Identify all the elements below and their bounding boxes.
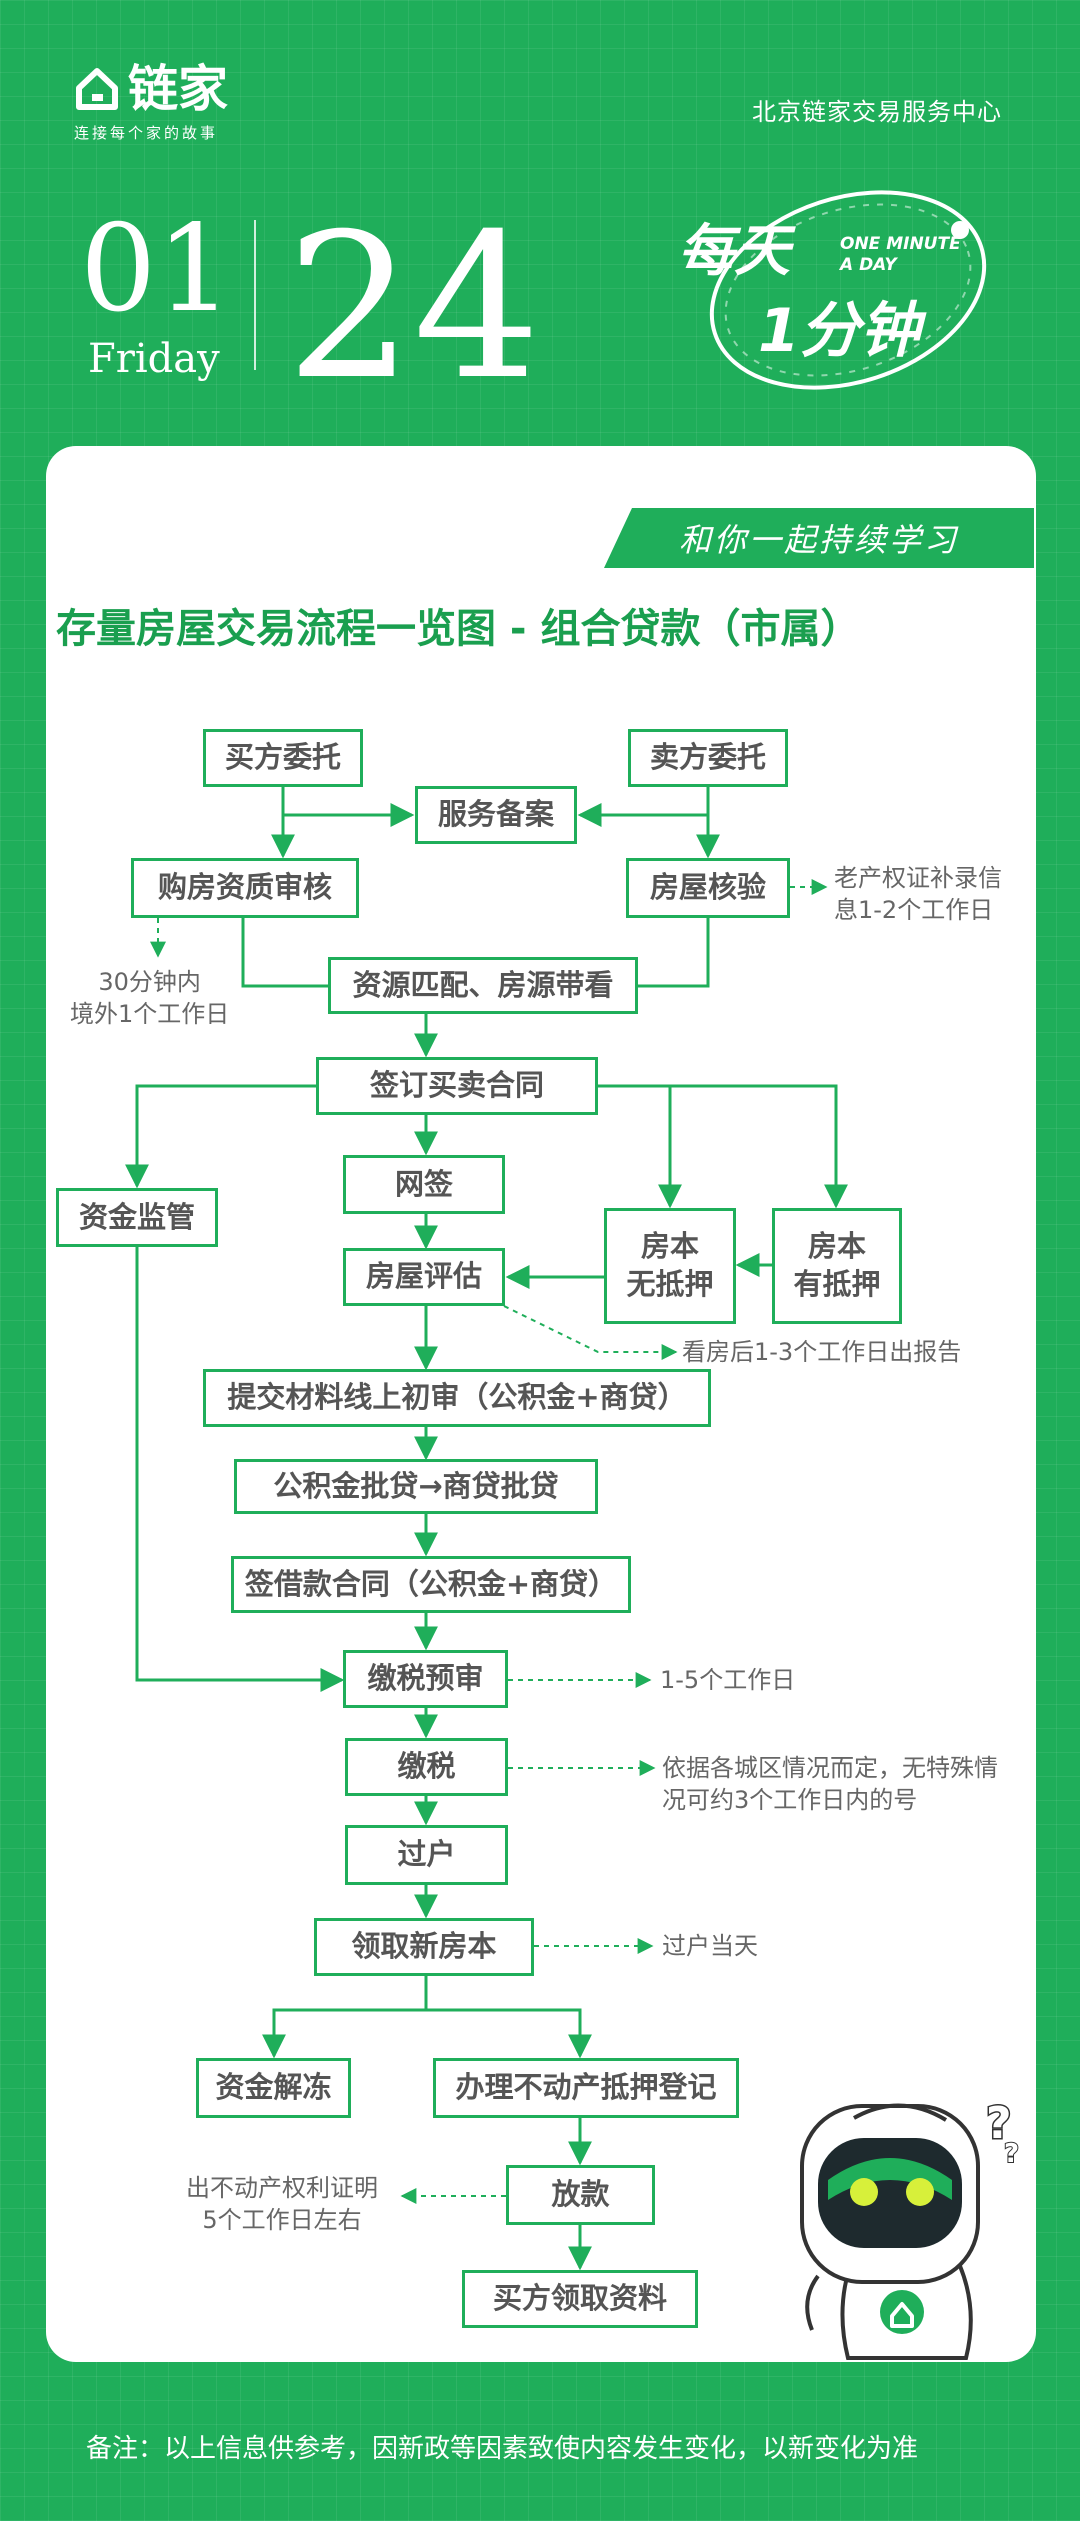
node-submit-materials: 提交材料线上初审（公积金+商贷） [203, 1369, 711, 1427]
node-buyer-receive: 买方领取资料 [462, 2270, 698, 2328]
node-matching-viewing: 资源匹配、房源带看 [328, 957, 638, 1014]
note-certificate-time: 出不动产权利证明 5个工作日左右 [186, 2174, 378, 2234]
robot-mascot: ? ? [800, 2097, 1021, 2360]
badge-line1: 每天 [678, 219, 790, 284]
badge-english: ONE MINUTE A DAY [840, 234, 961, 275]
badge-line2: 1分钟 [758, 296, 920, 366]
node-qualification-check: 购房资质审核 [131, 858, 359, 918]
footer-note: 备注：以上信息供参考，因新政等因素致使内容发生变化，以新变化为准 [86, 2434, 919, 2464]
house-logo-icon [76, 68, 118, 110]
date-divider [254, 220, 256, 370]
learning-ribbon: 和你一起持续学习 [604, 508, 1034, 568]
node-transfer: 过户 [345, 1825, 508, 1885]
node-service-filing: 服务备案 [415, 786, 577, 844]
node-house-verify: 房屋核验 [626, 858, 790, 918]
note-tax-precheck-time: 1-5个工作日 [660, 1666, 796, 1694]
node-tax-precheck: 缴税预审 [343, 1650, 508, 1708]
node-pay-tax: 缴税 [345, 1738, 508, 1796]
note-old-deed: 老产权证补录信 息1-2个工作日 [834, 864, 1002, 924]
node-sign-contract: 签订买卖合同 [316, 1057, 598, 1115]
note-tax-time: 依据各城区情况而定，无特殊情 况可约3个工作日内的号 [662, 1754, 998, 1814]
note-appraisal-report: 看房后1-3个工作日出报告 [682, 1338, 962, 1366]
question-marks-icon: ? ? [985, 2097, 1021, 2171]
node-deed-with-mortgage: 房本 有抵押 [772, 1208, 902, 1324]
node-mortgage-registration: 办理不动产抵押登记 [433, 2058, 739, 2118]
date-month: 01 [80, 200, 233, 339]
center-name: 北京链家交易服务中心 [752, 98, 1002, 126]
node-online-sign: 网签 [343, 1155, 505, 1214]
node-loan-approval: 公积金批贷→商贷批贷 [234, 1459, 598, 1514]
note-qualification-time: 30分钟内 境外1个工作日 [70, 968, 230, 1028]
node-house-appraisal: 房屋评估 [343, 1248, 505, 1306]
page-title: 存量房屋交易流程一览图 - 组合贷款（市属） [56, 606, 861, 652]
node-deed-no-mortgage: 房本 无抵押 [604, 1208, 736, 1324]
node-new-deed: 领取新房本 [314, 1918, 534, 1976]
node-seller-entrust: 卖方委托 [628, 729, 788, 787]
node-loan-disbursement: 放款 [506, 2165, 655, 2225]
logo-text: 链家 [128, 60, 228, 118]
svg-text:?: ? [986, 2098, 1012, 2149]
node-fund-release: 资金解冻 [196, 2058, 351, 2118]
one-minute-badge: 每天 ONE MINUTE A DAY 1分钟 [678, 170, 998, 420]
svg-text:?: ? [1004, 2139, 1019, 2169]
node-fund-supervision: 资金监管 [56, 1188, 218, 1247]
date-weekday: Friday [88, 336, 220, 382]
node-buyer-entrust: 买方委托 [203, 729, 363, 787]
node-loan-contract: 签借款合同（公积金+商贷） [231, 1556, 631, 1613]
date-day: 24 [286, 191, 541, 424]
badge-ring-icon [709, 190, 987, 390]
logo-slogan: 连接每个家的故事 [74, 124, 219, 142]
note-transfer-day: 过户当天 [662, 1932, 758, 1960]
brand-logo: 链家 连接每个家的故事 [74, 64, 228, 143]
